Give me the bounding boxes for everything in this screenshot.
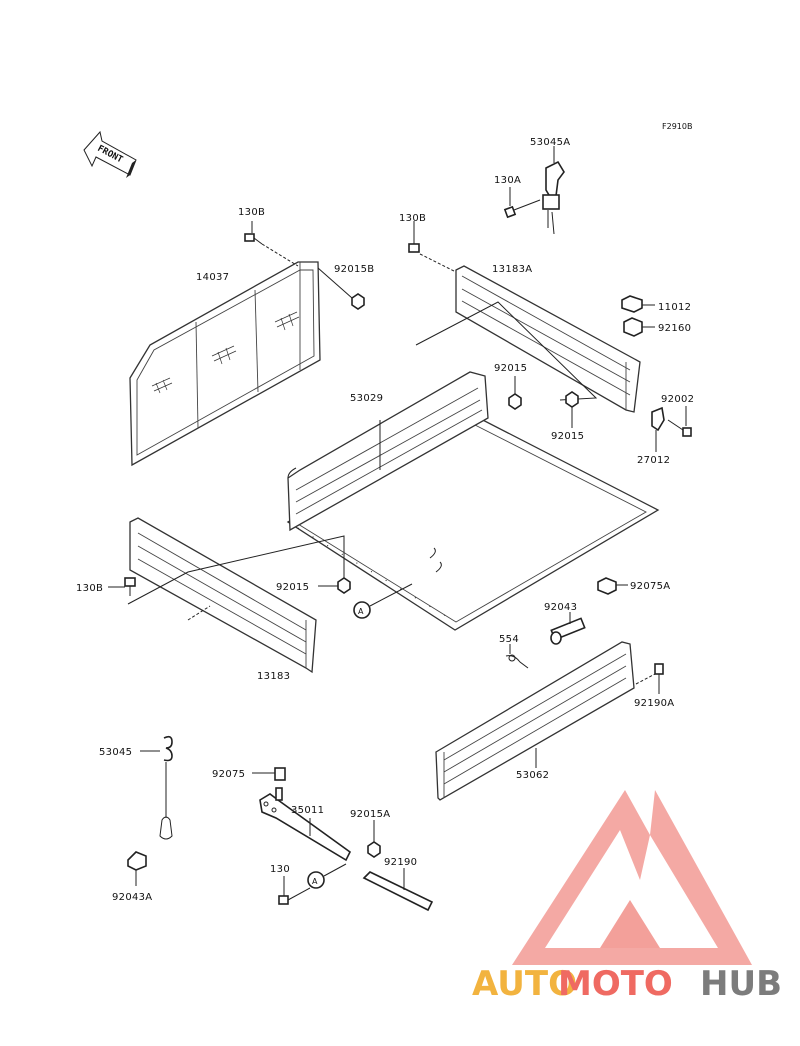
nut-92015A [367,820,381,858]
bolt-92002 [667,406,692,437]
callout-ref-a-middle: A [353,583,413,619]
bolt-130 [278,876,311,905]
guard-panel-14037 [129,261,321,467]
label-27012: 27012 [637,455,670,466]
label-13183: 13183 [257,671,290,682]
label-92043A: 92043A [112,892,152,903]
svg-text:A: A [358,607,364,616]
label-130: 130 [270,864,290,875]
label-554: 554 [499,634,519,645]
watermark-triangle-inner [545,830,718,948]
front-arrow-icon: FRONT [83,130,137,178]
label-11012: 11012 [658,302,691,313]
pin-92043 [550,612,586,645]
cap-92190A [635,663,664,694]
label-130B-top-left: 130B [238,207,265,218]
label-92002: 92002 [661,394,694,405]
side-panel-13183A [455,265,641,413]
label-92015A: 92015A [350,809,390,820]
cable-53045 [140,735,173,840]
nut-92015-right [565,391,579,428]
label-53045: 53045 [99,747,132,758]
watermark-logo: AUTO MOTO HUB [472,790,782,1004]
label-13183A: 13183A [492,264,532,275]
label-14037: 14037 [196,272,229,283]
label-53062: 53062 [516,770,549,781]
label-92075A: 92075A [630,581,670,592]
label-92075: 92075 [212,769,245,780]
label-92015-b: 92015 [551,431,584,442]
watermark-moto: MOTO [558,964,673,1004]
watermark-triangle-notch [600,900,660,948]
label-35011: 35011 [291,805,324,816]
label-92190A: 92190A [634,698,674,709]
clip-92043A [127,851,147,886]
bolt-130B-top-left [244,221,263,245]
label-92015-c: 92015 [276,582,309,593]
nut-92015-top [508,376,522,410]
bolt-130A [503,187,541,219]
rod-92190 [362,868,434,912]
cotter-pin-554 [505,644,529,669]
tailgate-53062 [435,641,635,801]
callout-ref-a-bottom: A [307,863,347,889]
nut-92015B [317,267,365,310]
watermark-hub: HUB [700,964,782,1004]
label-92190: 92190 [384,857,417,868]
watermark-auto: AUTO [472,964,577,1004]
svg-text:A: A [312,877,318,886]
label-92015-a: 92015 [494,363,527,374]
label-130B-top-right: 130B [399,213,426,224]
lever-35011 [259,787,352,862]
cap-92075A [597,577,628,595]
latch-53045A [542,160,565,235]
cap-92160 [623,317,655,337]
nut-92015-left [318,577,351,594]
label-53045A: 53045A [530,137,570,148]
front-label: FRONT [96,144,125,166]
cap-11012 [621,295,655,313]
label-92015B: 92015B [334,264,374,275]
cargo-bed-53029 [286,371,660,631]
side-panel-13183 [129,517,317,674]
label-130B-left: 130B [76,583,103,594]
bolt-130B-top-right [408,221,457,273]
label-130A: 130A [494,175,521,186]
bolt-130B-left [108,577,136,596]
label-53029: 53029 [350,393,383,404]
bracket-27012 [651,406,665,452]
spacer-92075 [252,767,286,781]
figure-code: F2910B [662,122,692,131]
label-92160: 92160 [658,323,691,334]
label-92043: 92043 [544,602,577,613]
